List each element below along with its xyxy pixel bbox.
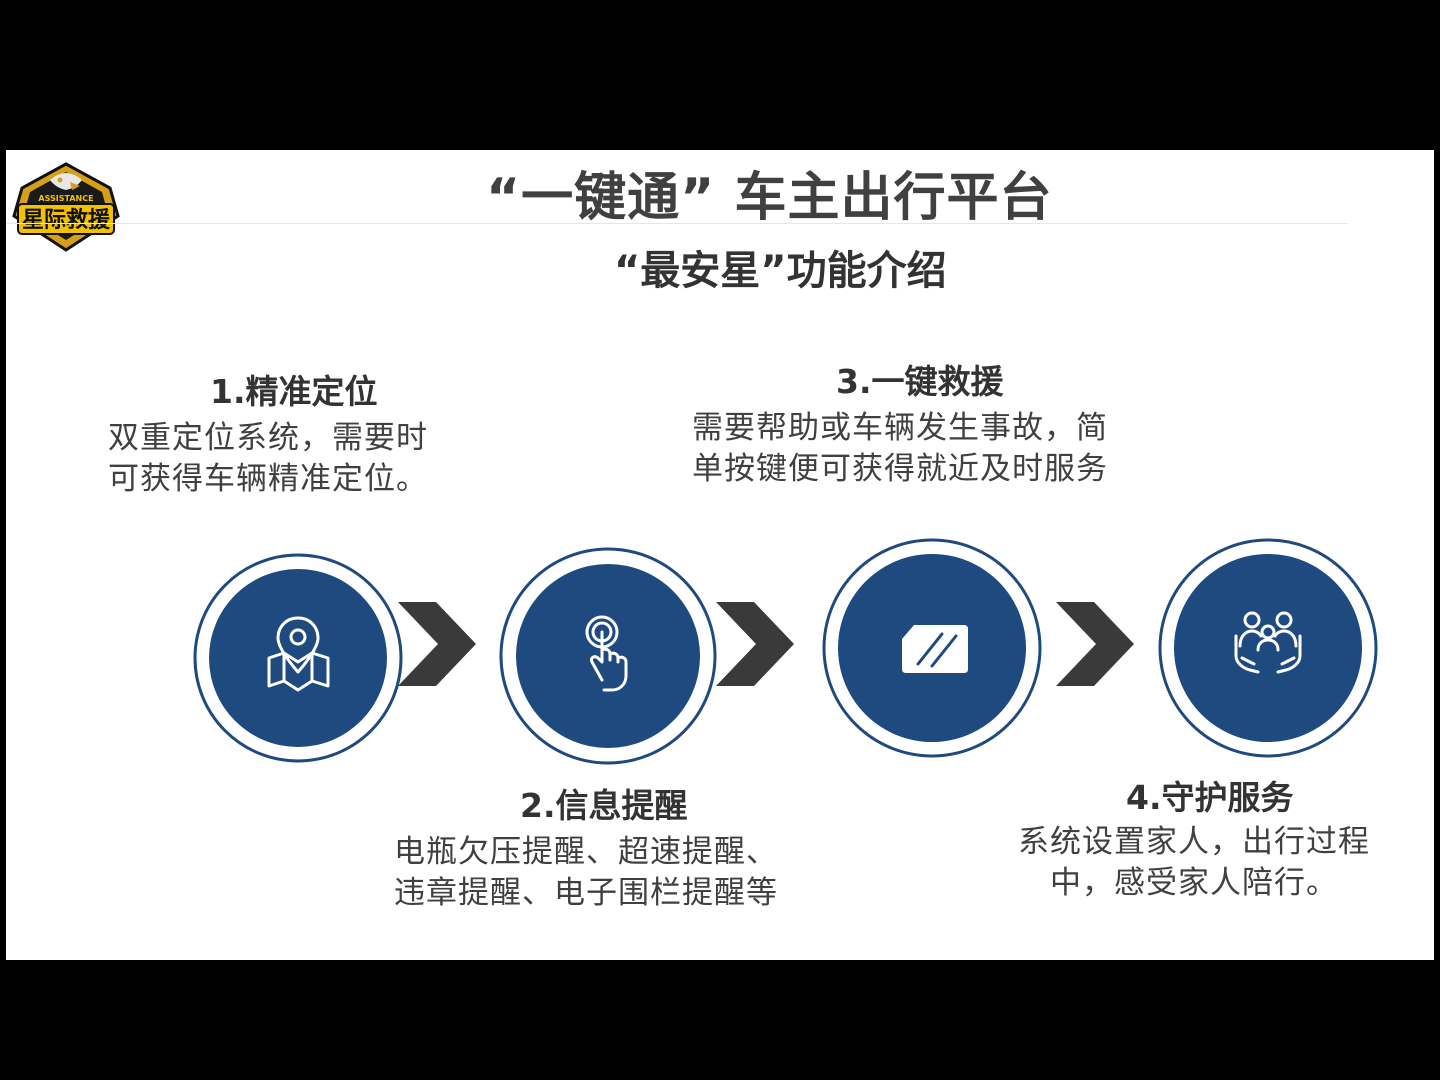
feature-3-desc-line: 需要帮助或车辆发生事故，简 bbox=[692, 410, 1108, 446]
chevron-right-icon bbox=[716, 602, 794, 686]
step-1-circle bbox=[193, 553, 403, 763]
feature-1-desc-line: 可获得车辆精准定位。 bbox=[108, 461, 428, 497]
feature-2-desc-line: 电瓶欠压提醒、超速提醒、 bbox=[394, 834, 778, 870]
steps-graphic bbox=[193, 538, 1378, 765]
feature-3-desc: 需要帮助或车辆发生事故，简 单按键便可获得就近及时服务 bbox=[692, 408, 1108, 490]
logo-subtext: ASSISTANCE bbox=[38, 194, 93, 203]
feature-3-desc-line: 单按键便可获得就近及时服务 bbox=[692, 451, 1108, 487]
feature-3-title: 3.一键救援 bbox=[836, 362, 1004, 401]
feature-4-title: 4.守护服务 bbox=[1126, 778, 1294, 817]
title-divider bbox=[6, 223, 1348, 224]
family-care-icon bbox=[1234, 611, 1302, 674]
slide: ASSISTANCE 星际救援 “一键通” 车主出行平台 “最安星”功能介绍 1… bbox=[6, 150, 1434, 960]
feature-2-desc-line: 违章提醒、电子围栏提醒等 bbox=[394, 875, 778, 911]
feature-2-title: 2.信息提醒 bbox=[520, 786, 688, 825]
map-pin-icon bbox=[267, 616, 330, 692]
feature-4-desc-line: 系统设置家人，出行过程 bbox=[1018, 824, 1370, 860]
step-4-circle bbox=[1158, 538, 1378, 758]
feature-4-desc-line: 中，感受家人陪行。 bbox=[1050, 865, 1338, 901]
xingji-rescue-logo: ASSISTANCE 星际救援 bbox=[12, 162, 120, 252]
feature-2-desc: 电瓶欠压提醒、超速提醒、 违章提醒、电子围栏提醒等 bbox=[394, 832, 778, 914]
step-3-circle bbox=[822, 538, 1042, 758]
touch-hand-icon bbox=[585, 615, 628, 692]
broken-glass-icon bbox=[902, 625, 968, 673]
page-title: “一键通” 车主出行平台 bbox=[486, 168, 1053, 228]
page-subtitle: “最安星”功能介绍 bbox=[614, 248, 947, 294]
feature-4-desc: 系统设置家人，出行过程 中，感受家人陪行。 bbox=[1018, 822, 1370, 904]
logo-text: 星际救援 bbox=[22, 208, 111, 233]
chevron-right-icon bbox=[1056, 602, 1134, 686]
chevron-right-icon bbox=[398, 602, 476, 686]
feature-1-title: 1.精准定位 bbox=[210, 372, 378, 411]
feature-1-desc-line: 双重定位系统，需要时 bbox=[108, 420, 428, 456]
feature-1-desc: 双重定位系统，需要时 可获得车辆精准定位。 bbox=[108, 418, 428, 500]
step-2-circle bbox=[499, 547, 717, 765]
